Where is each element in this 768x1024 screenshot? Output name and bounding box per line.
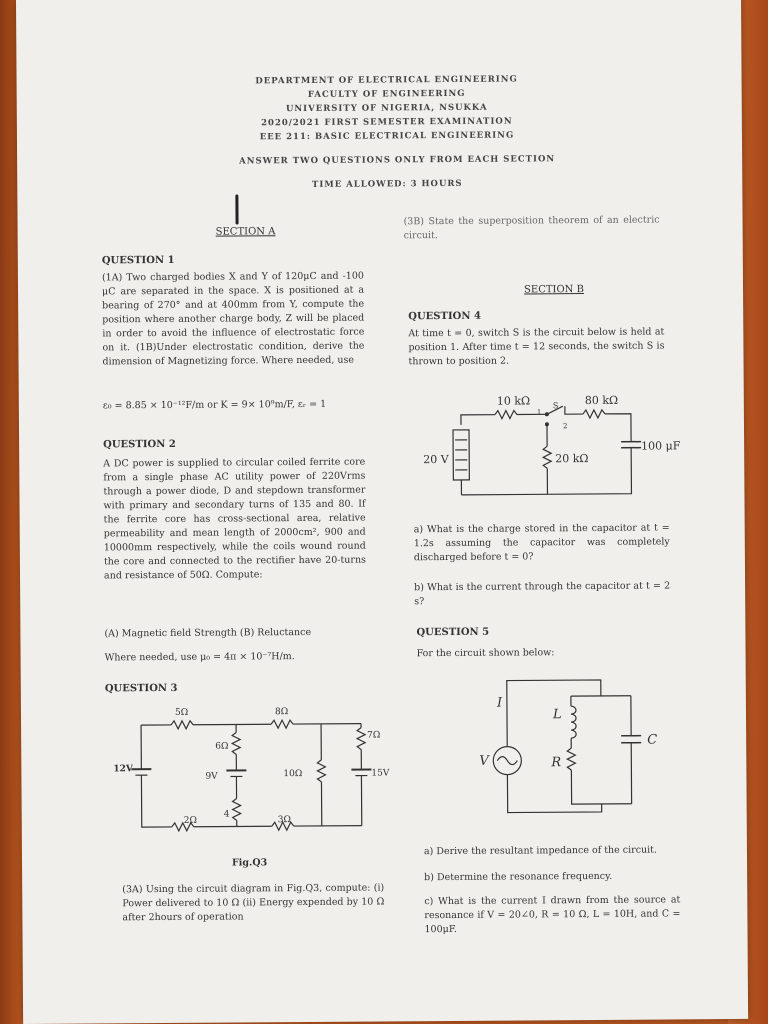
- figure-q3-caption: Fig.Q3: [231, 857, 268, 869]
- ac-source: [492, 745, 522, 776]
- label-position-1: 1: [537, 408, 542, 416]
- section-b-title: SECTION B: [523, 284, 584, 296]
- exam-paper: DEPARTMENT OF ELECTRICAL ENGINEERING FAC…: [16, 0, 749, 1024]
- label-20k: 20 kΩ: [555, 452, 588, 465]
- question-2-where: Where needed, use μ₀ = 4π × 10⁻⁷H/m.: [104, 651, 295, 664]
- label-8-ohm: 8Ω: [275, 707, 288, 717]
- exam-line: 2020/2021 FIRST SEMESTER EXAMINATION: [261, 116, 513, 129]
- department-line: DEPARTMENT OF ELECTRICAL ENGINEERING: [255, 74, 518, 87]
- question-1-title: QUESTION 1: [101, 254, 175, 267]
- question-4a-text: a) What is the charge stored in the capa…: [413, 522, 670, 564]
- question-5c-text: c) What is the current I drawn from the …: [424, 894, 681, 936]
- label-position-2: 2: [563, 422, 568, 430]
- question-5-intro: For the circuit shown below:: [416, 647, 555, 660]
- label-7-ohm: 7Ω: [367, 730, 380, 740]
- label-80k: 80 kΩ: [585, 394, 618, 407]
- section-a-title: SECTION A: [215, 226, 276, 238]
- battery-20v: [452, 429, 470, 481]
- label-current-i: I: [496, 696, 503, 711]
- resistor-2-ohm: [171, 821, 195, 833]
- question-5-title: QUESTION 5: [416, 626, 490, 639]
- resistor-10-ohm: [316, 759, 327, 783]
- label-switch-s: S: [553, 401, 559, 410]
- question-3a-text: (3A) Using the circuit diagram in Fig.Q3…: [122, 882, 385, 924]
- label-15v: 15V: [371, 768, 390, 778]
- label-9v: 9V: [205, 772, 218, 782]
- label-6-ohm: 6Ω: [215, 742, 228, 752]
- label-3-ohm: 3Ω: [278, 815, 291, 825]
- label-inductor-l: L: [552, 707, 562, 722]
- time-line: TIME ALLOWED: 3 HOURS: [311, 178, 463, 190]
- label-voltage-v: V: [479, 754, 490, 769]
- question-4b-text: b) What is the current through the capac…: [414, 580, 671, 608]
- label-resistor-r: R: [550, 755, 561, 770]
- ink-mark: [235, 194, 239, 225]
- question-4-text: At time t = 0, switch S is the circuit b…: [408, 326, 665, 368]
- resistor-7-ohm: [355, 727, 367, 751]
- question-3-title: QUESTION 3: [104, 682, 178, 695]
- question-5a-text: a) Derive the resultant impedance of the…: [423, 844, 658, 858]
- university-line: UNIVERSITY OF NIGERIA, NSUKKA: [285, 102, 488, 115]
- resistor-8-ohm: [270, 718, 294, 730]
- circuit-q5: I L C V R: [479, 679, 657, 814]
- question-2-title: QUESTION 2: [103, 438, 176, 451]
- instruction-line: ANSWER TWO QUESTIONS ONLY FROM EACH SECT…: [239, 154, 556, 167]
- resistor-r: [565, 747, 577, 771]
- question-1-constants: ε₀ = 8.85 × 10⁻¹²F/m or K = 9× 10⁹m/F, ε…: [102, 398, 327, 412]
- question-1-text: (1A) Two charged bodies X and Y of 120μC…: [101, 270, 365, 368]
- resistor-20k: [541, 445, 553, 469]
- label-capacitor-c: C: [647, 733, 657, 748]
- label-5-ohm: 5Ω: [175, 708, 188, 718]
- faculty-line: FACULTY OF ENGINEERING: [307, 88, 466, 100]
- label-10-ohm: 10Ω: [283, 769, 302, 779]
- label-4-ohm: 4: [224, 810, 230, 820]
- circuit-fig-q3: 5Ω 8Ω 7Ω 6Ω 10Ω 4 2Ω 3Ω 12V 9V 15V: [113, 707, 390, 833]
- question-3b-text: (3B) State the superposition theorem of …: [403, 214, 660, 242]
- floor-left: [0, 0, 20, 1024]
- inductor-l: [570, 705, 577, 739]
- circuit-q4: 10 kΩ 80 kΩ 20 kΩ 20 V 100 μF S 1 2: [423, 394, 681, 496]
- resistor-3-ohm: [271, 820, 295, 832]
- label-20v: 20 V: [423, 453, 450, 466]
- label-2-ohm: 2Ω: [184, 816, 197, 826]
- resistor-10k: [494, 409, 518, 420]
- label-100uf: 100 μF: [641, 439, 681, 452]
- question-2-parts: (A) Magnetic field Strength (B) Reluctan…: [104, 626, 312, 640]
- question-2-text: A DC power is supplied to circular coile…: [103, 456, 366, 582]
- question-5b-text: b) Determine the resonance frequency.: [424, 870, 613, 884]
- resistor-4-ohm: [231, 798, 243, 821]
- resistor-80k: [582, 408, 606, 420]
- course-line: EEE 211: BASIC ELECTRICAL ENGINEERING: [259, 130, 515, 143]
- question-4-title: QUESTION 4: [408, 310, 481, 323]
- label-12v: 12V: [113, 764, 134, 774]
- resistor-5-ohm: [170, 719, 194, 731]
- label-10k: 10 kΩ: [497, 394, 530, 407]
- resistor-6-ohm: [230, 732, 242, 755]
